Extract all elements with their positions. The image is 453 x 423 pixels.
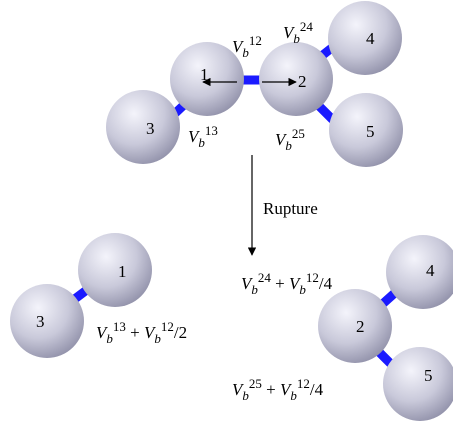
label-vb12: Vb12 xyxy=(232,33,262,60)
particle-2-label: 2 xyxy=(298,72,307,91)
right-particle-2-label: 2 xyxy=(356,317,365,336)
left-particle-1-label: 1 xyxy=(118,262,127,281)
particle-5-label: 5 xyxy=(366,122,375,141)
right-particle-4-label: 4 xyxy=(426,261,435,280)
particle-3-label: 3 xyxy=(146,119,155,138)
right-particle-4-sphere xyxy=(386,235,453,309)
label-vb13: Vb13 xyxy=(188,123,218,150)
particle-5-sphere xyxy=(329,93,403,167)
particle-1-label: 1 xyxy=(200,65,209,84)
left-particle-3-label: 3 xyxy=(36,312,45,331)
label-vb25: Vb25 xyxy=(275,126,305,153)
left-fragment-energy: Vb13 + Vb12/2 xyxy=(96,319,187,346)
label-vb24: Vb24 xyxy=(283,19,313,46)
right-top-energy: Vb24 + Vb12/4 xyxy=(241,270,333,297)
particle-2-sphere xyxy=(259,42,333,116)
left-particle-1-sphere xyxy=(78,233,152,307)
right-particle-5-sphere xyxy=(383,347,453,421)
rupture-label: Rupture xyxy=(263,199,318,218)
particle-4-label: 4 xyxy=(366,29,375,48)
particle-4-sphere xyxy=(328,1,402,75)
right-particle-5-label: 5 xyxy=(424,366,433,385)
right-bottom-energy: Vb25 + Vb12/4 xyxy=(232,376,324,403)
right-particle-2-sphere xyxy=(318,289,392,363)
left-particle-3-sphere xyxy=(10,284,84,358)
particle-3-sphere xyxy=(106,90,180,164)
